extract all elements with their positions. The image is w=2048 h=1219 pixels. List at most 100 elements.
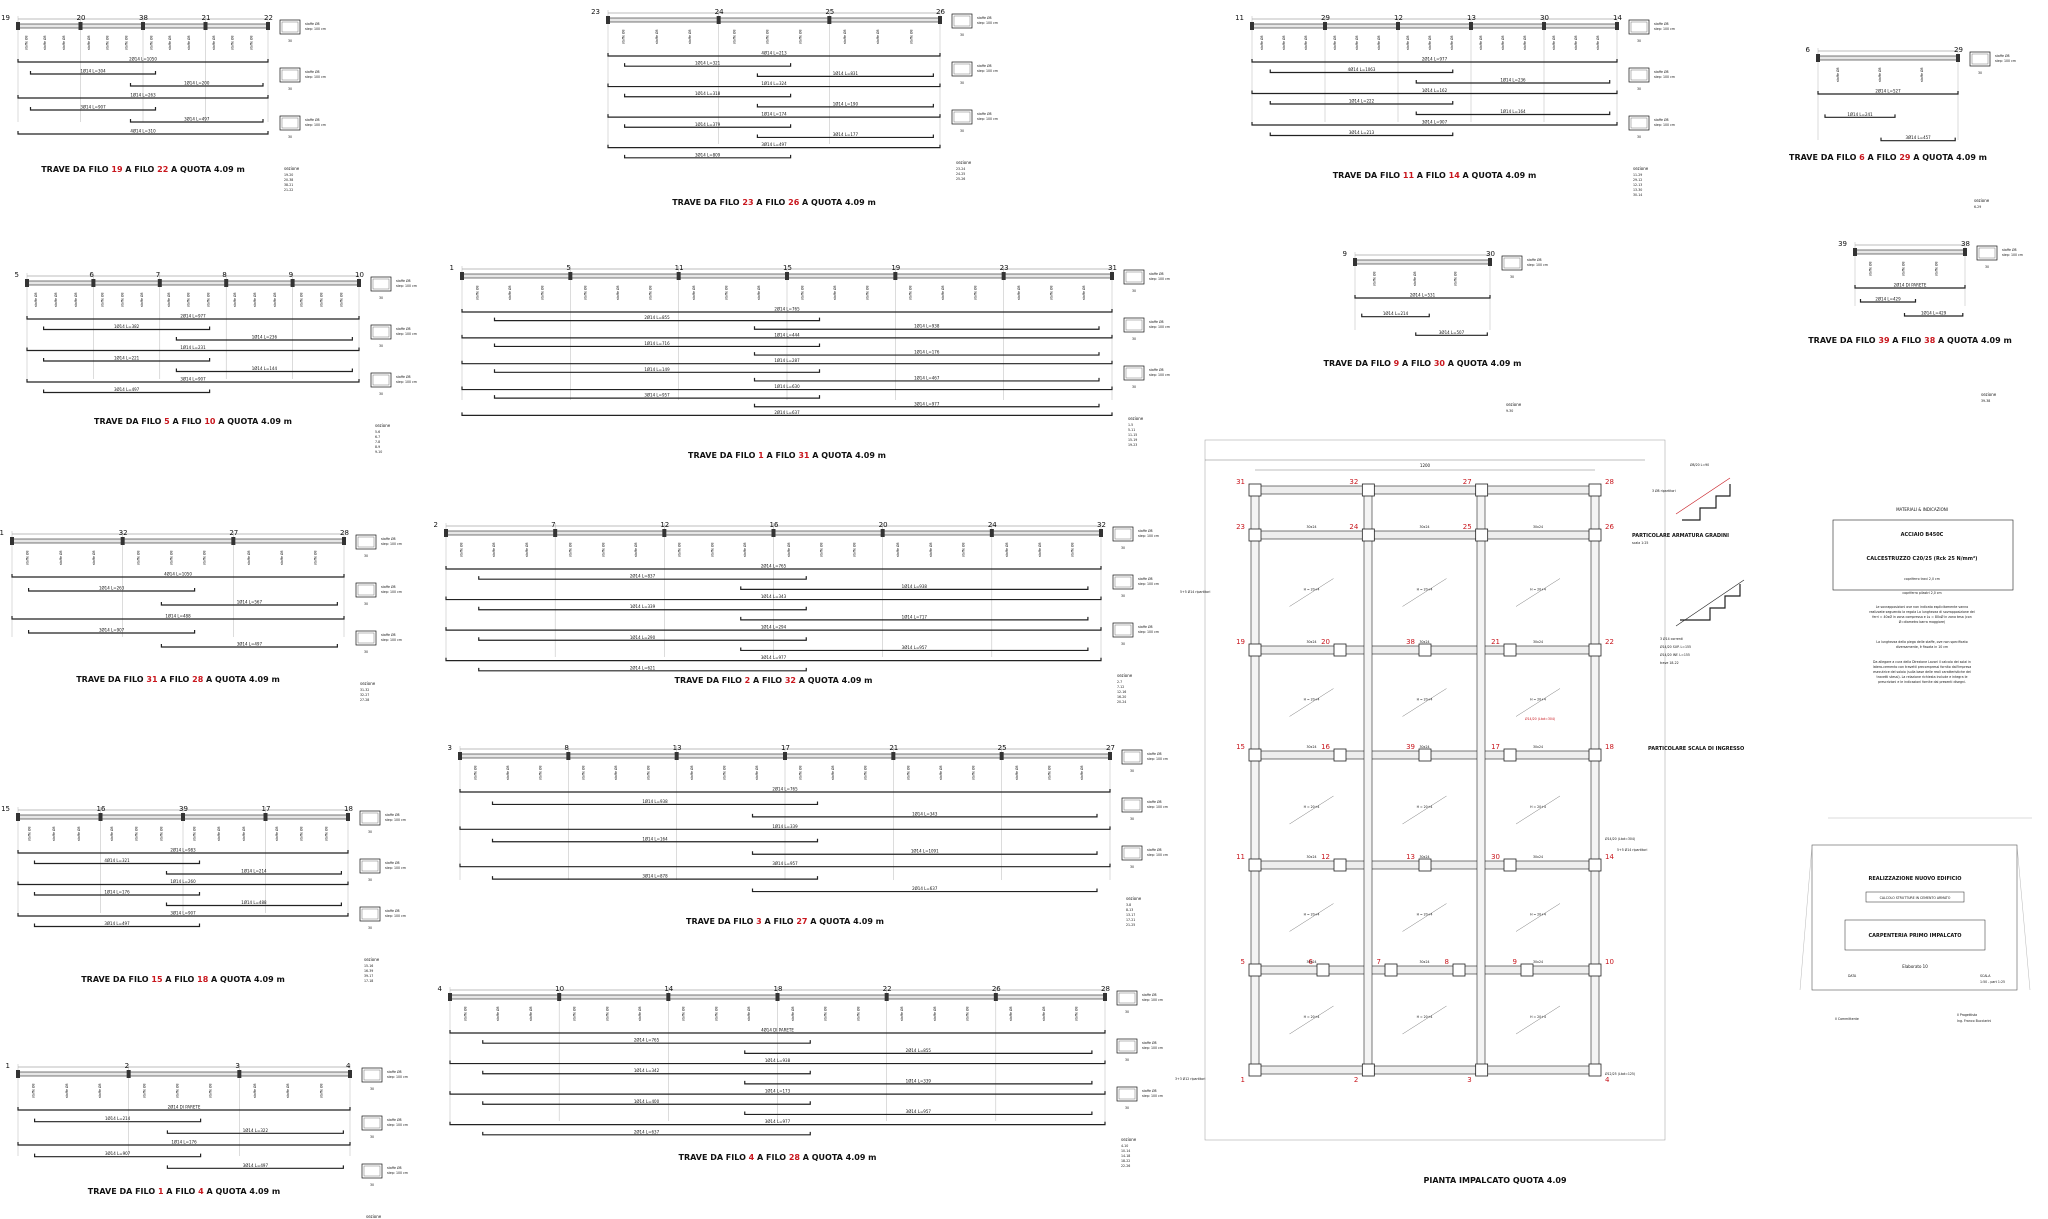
rebar-line xyxy=(461,334,1113,339)
designer-name: Ing. Franco Bucciarini xyxy=(1957,1019,1991,1023)
stirrup-step: step: 100 cm xyxy=(396,284,417,288)
rebar-label: 1Ø14 L=717 xyxy=(902,614,928,619)
section-heading: sezione xyxy=(284,166,300,171)
plan-column-number: 6 xyxy=(1309,958,1314,966)
plan-column-number: 5 xyxy=(1241,958,1245,966)
rebar-label: 1Ø14 L=221 xyxy=(114,356,140,361)
section-width: 30 xyxy=(379,392,383,396)
rebar-label: 1Ø14 L=488 xyxy=(241,900,267,905)
concrete-grade: CALCESTRUZZO C20/25 (Rck 25 N/mm²) xyxy=(1867,556,1978,562)
rebar-line xyxy=(1251,90,1618,95)
plan-column-number: 12 xyxy=(1321,853,1330,861)
section-stirrup xyxy=(1114,624,1132,636)
slab-thickness: H = 20+4 xyxy=(1304,913,1320,917)
stirrup-note: staffe Ø8 xyxy=(1138,576,1153,581)
stirrup-label: staffe Ø8 xyxy=(134,826,139,841)
rebar-note: 5+5 Ø14 ripartitori xyxy=(1180,589,1210,594)
rebar-line xyxy=(491,838,819,843)
section-box xyxy=(355,582,377,598)
stirrup-label: staffe Ø8 xyxy=(862,765,867,780)
rebar-line xyxy=(744,1080,1093,1085)
stirrup-label: staffe Ø8 xyxy=(1478,35,1483,50)
rebar-label: 1Ø14 L=1091 xyxy=(911,849,939,854)
stirrup-note: staffe Ø8 xyxy=(381,584,396,589)
stirrup-note: staffe Ø8 xyxy=(1654,117,1669,122)
section-box xyxy=(355,630,377,646)
column-ref: 28 xyxy=(786,1153,800,1162)
column-marker xyxy=(1615,22,1619,30)
column-marker xyxy=(237,1070,242,1078)
stirrup-label: staffe Ø8 xyxy=(1901,261,1906,276)
stirrup-label: staffe Ø8 xyxy=(25,550,30,565)
rebar-label: 3Ø14 L=957 xyxy=(906,1109,932,1114)
stirrup-label: staffe Ø8 xyxy=(687,29,692,44)
section-id: 9-30 xyxy=(1506,409,1513,413)
plan-column-number: 26 xyxy=(1605,523,1614,531)
beam-title: TRAVE DA FILO 39 A FILO 38 A QUOTA 4.09 … xyxy=(1808,336,2012,345)
title-part: TRAVE DA FILO xyxy=(41,165,109,174)
section-box xyxy=(1628,115,1650,131)
column-square xyxy=(1333,643,1347,657)
section-heading: sezione xyxy=(1981,392,1997,397)
rebar-line xyxy=(478,576,807,580)
section-id: 20-38 xyxy=(284,178,293,182)
rebar-label: 2Ø14 L=977 xyxy=(1422,57,1448,62)
column-number: 7 xyxy=(551,521,555,529)
section-id: 6-29 xyxy=(1974,205,1981,209)
column-ref: 22 xyxy=(154,165,168,174)
stirrup-label: staffe Ø8 xyxy=(746,1006,751,1021)
section-id: 19-20 xyxy=(284,173,293,177)
stirrup-step: step: 100 cm xyxy=(396,332,417,336)
rebar-line xyxy=(1817,91,1959,95)
scale-value: 1:50 - part 1:25 xyxy=(1980,980,2005,984)
stirrup-step: step: 100 cm xyxy=(1147,805,1168,809)
note-line: Da allegare a cura della Direzione Lavor… xyxy=(1873,660,1971,664)
column-number: 15 xyxy=(1,805,10,813)
rebar-line xyxy=(1415,80,1611,84)
stirrup-label: staffe Ø8 xyxy=(64,1083,69,1098)
stirrup-label: staffe Ø8 xyxy=(97,1083,102,1098)
section-width: 30 xyxy=(1130,817,1134,821)
slab-direction-arrow xyxy=(1289,795,1334,825)
stirrup-label: staffe Ø8 xyxy=(1048,285,1053,300)
rebar-line xyxy=(607,144,941,149)
column-marker xyxy=(999,752,1004,760)
section-id: 7-8 xyxy=(375,440,380,444)
section-id: 32-27 xyxy=(360,693,369,697)
column-number: 4 xyxy=(346,1062,351,1070)
stirrup-label: staffe Ø8 xyxy=(1332,35,1337,50)
stirrup-label: staffe Ø8 xyxy=(166,292,171,307)
column-ref: 18 xyxy=(194,975,208,984)
section-heading: sezione xyxy=(366,1214,382,1219)
stirrup-label: staffe Ø8 xyxy=(252,1083,257,1098)
stirrup-label: staffe Ø8 xyxy=(53,292,58,307)
stirrup-label: staffe Ø8 xyxy=(819,542,824,557)
stirrup-label: staffe Ø8 xyxy=(51,826,56,841)
slab-thickness: H = 20+4 xyxy=(1530,805,1546,809)
rebar-line xyxy=(459,789,1111,793)
stirrup-note: staffe Ø8 xyxy=(396,326,411,331)
section-id: 12-13 xyxy=(1633,183,1642,187)
section-box xyxy=(1121,797,1143,813)
column-square xyxy=(1248,858,1262,872)
column-number: 21 xyxy=(202,14,211,22)
column-ref: 6 xyxy=(1856,153,1865,162)
stirrup-label: staffe Ø8 xyxy=(621,29,626,44)
rebar-label: 1Ø14 L=343 xyxy=(761,594,787,599)
rebar-label: 1Ø14 L=260 xyxy=(170,879,196,884)
section-stirrup xyxy=(361,908,379,920)
stirrup-step: step: 100 cm xyxy=(381,542,402,546)
stirrup-label: staffe Ø8 xyxy=(186,292,191,307)
stirrup-label: staffe Ø8 xyxy=(790,1006,795,1021)
stirrup-label: staffe Ø8 xyxy=(961,542,966,557)
column-number: 4 xyxy=(438,985,443,993)
rebar-line xyxy=(607,53,941,57)
column-square xyxy=(1316,963,1330,977)
stirrup-note: staffe Ø8 xyxy=(396,374,411,379)
stirrup-step: step: 100 cm xyxy=(1527,263,1548,267)
stirrup-label: staffe Ø8 xyxy=(211,35,216,50)
column-number: 20 xyxy=(77,14,86,22)
section-stirrup xyxy=(953,63,971,75)
